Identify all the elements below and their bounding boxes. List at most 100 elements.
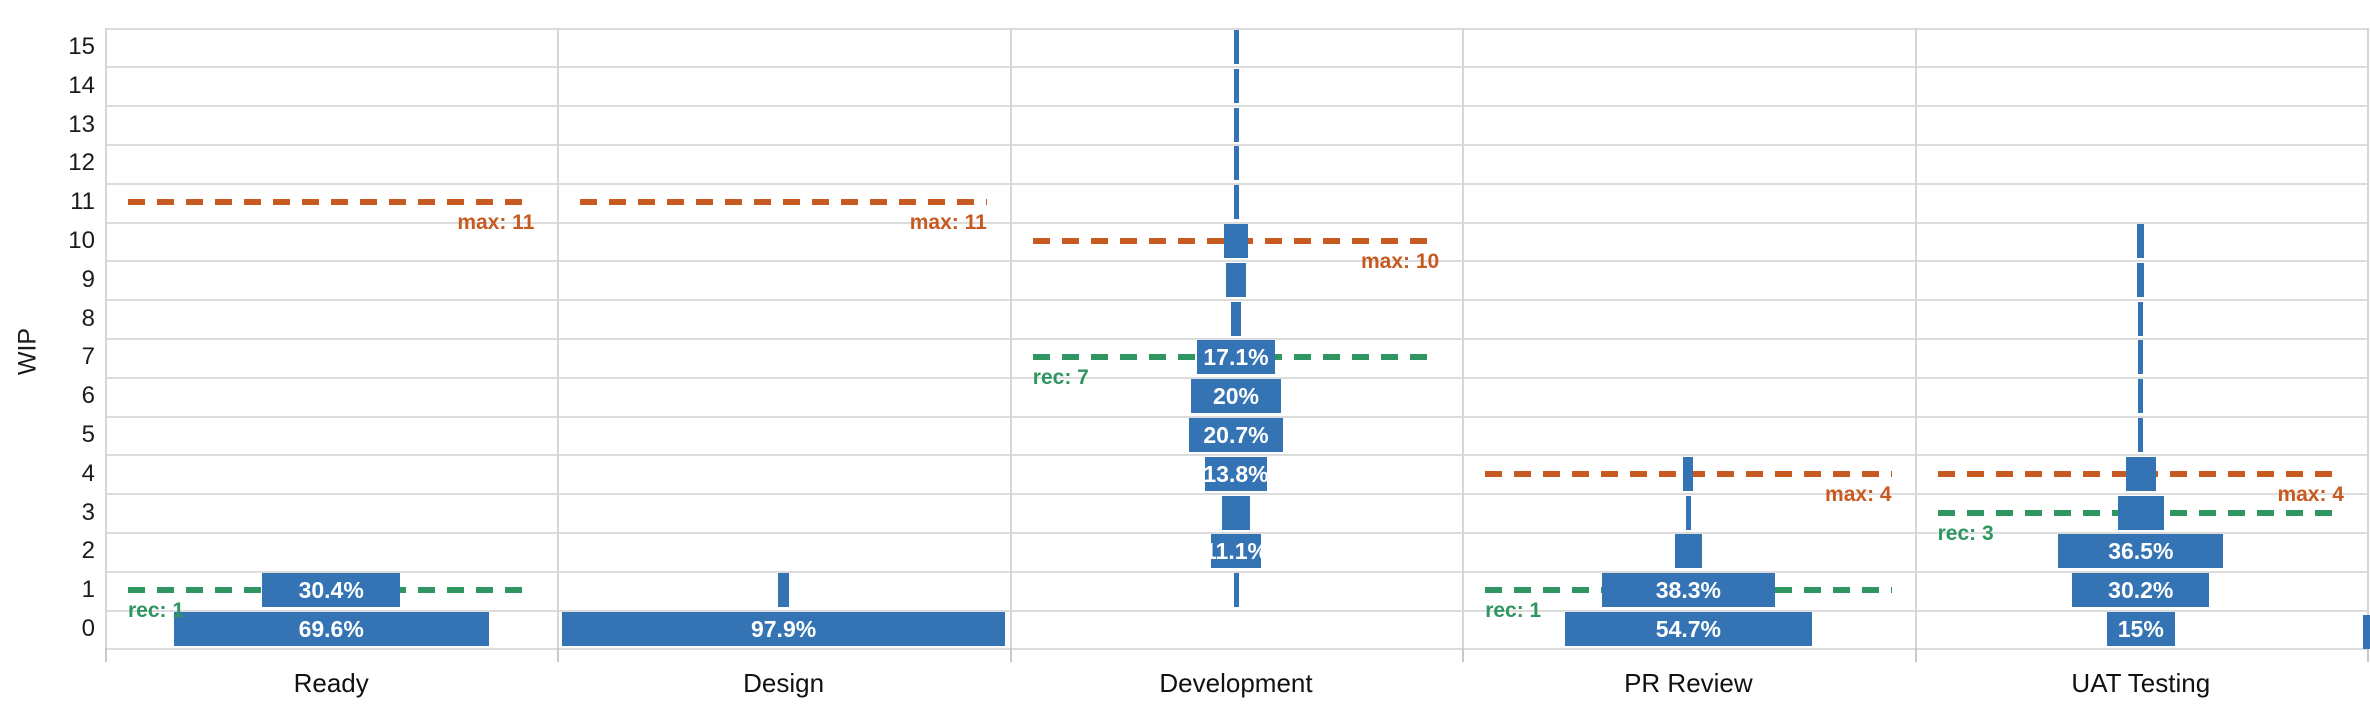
wip-frequency-bar bbox=[1685, 495, 1691, 530]
x-axis-tick bbox=[2367, 648, 2369, 663]
wip-frequency-bar: 30.2% bbox=[2072, 573, 2210, 608]
gridline bbox=[105, 66, 2367, 69]
wip-frequency-bar: 30.4% bbox=[262, 573, 401, 608]
wip-frequency-bar: 38.3% bbox=[1601, 573, 1776, 608]
wip-frequency-bar bbox=[2138, 301, 2144, 336]
wip-frequency-bar: 15% bbox=[2106, 612, 2175, 646]
wip-frequency-bar: 20.7% bbox=[1189, 418, 1283, 452]
bar-percentage-label: 13.8% bbox=[1203, 460, 1269, 487]
wip-frequency-bar: 17.1% bbox=[1197, 340, 1275, 375]
x-axis-tick bbox=[1009, 648, 1012, 663]
wip-frequency-bar bbox=[1233, 185, 1239, 220]
wip-frequency-bar bbox=[1233, 68, 1239, 103]
gridline bbox=[105, 376, 2367, 379]
gridline bbox=[105, 609, 2367, 612]
gridline bbox=[105, 144, 2367, 146]
y-tick-label: 1 bbox=[81, 576, 95, 604]
max-wip-limit-label: max: 4 bbox=[1825, 482, 1892, 506]
y-tick-label: 7 bbox=[81, 343, 95, 371]
rec-wip-limit-label: rec: 3 bbox=[1937, 521, 1994, 545]
wip-frequency-bar bbox=[2137, 262, 2145, 297]
gridline bbox=[105, 454, 2367, 457]
max-wip-limit-label: max: 11 bbox=[457, 211, 535, 235]
wip-frequency-bar bbox=[1675, 534, 1702, 569]
y-tick-label: 12 bbox=[68, 149, 95, 177]
max-wip-limit-label: max: 11 bbox=[909, 211, 987, 235]
clipped-bar-right-edge bbox=[2363, 615, 2370, 649]
bar-percentage-label: 54.7% bbox=[1655, 616, 1721, 642]
bar-percentage-label: 20.7% bbox=[1203, 422, 1269, 448]
bar-percentage-label: 38.3% bbox=[1655, 577, 1721, 604]
stage-label: PR Review bbox=[1624, 668, 1753, 698]
rec-wip-limit-label: rec: 1 bbox=[128, 599, 185, 623]
stage-label: Design bbox=[743, 668, 825, 698]
bar-percentage-label: 36.5% bbox=[2108, 538, 2174, 565]
gridline bbox=[105, 493, 2367, 496]
y-tick-label: 5 bbox=[81, 421, 95, 448]
y-tick-label: 0 bbox=[81, 615, 95, 642]
wip-frequency-bar bbox=[1233, 30, 1239, 64]
gridline bbox=[105, 260, 2367, 263]
bar-percentage-label: 11.1% bbox=[1204, 538, 1268, 565]
column-separator bbox=[1462, 27, 1465, 649]
column-separator bbox=[105, 27, 107, 649]
y-tick-label: 15 bbox=[68, 33, 95, 60]
bar-percentage-label: 97.9% bbox=[750, 616, 817, 642]
wip-frequency-bar bbox=[2137, 224, 2145, 258]
wip-frequency-bar bbox=[1233, 107, 1239, 142]
wip-frequency-bar bbox=[1224, 224, 1248, 258]
gridline bbox=[105, 532, 2367, 534]
gridline bbox=[105, 105, 2367, 108]
x-axis-tick bbox=[105, 648, 107, 663]
wip-frequency-bar bbox=[1233, 146, 1239, 181]
bar-percentage-label: 17.1% bbox=[1203, 344, 1269, 371]
y-tick-label: 4 bbox=[81, 459, 95, 487]
wip-frequency-bar: 97.9% bbox=[561, 612, 1006, 646]
y-tick-label: 13 bbox=[68, 110, 95, 138]
y-tick-label: 3 bbox=[81, 498, 95, 526]
wip-frequency-bar bbox=[1683, 456, 1694, 491]
gridline bbox=[105, 299, 2367, 302]
wip-frequency-bar: 11.1% bbox=[1204, 534, 1268, 569]
wip-frequency-bar bbox=[2117, 495, 2164, 530]
wip-frequency-bar bbox=[1221, 495, 1251, 530]
y-tick-label: 14 bbox=[68, 71, 95, 99]
stage-label: Ready bbox=[293, 668, 369, 698]
wip-frequency-bar bbox=[777, 573, 790, 608]
x-axis-tick bbox=[1462, 648, 1465, 663]
bar-percentage-label: 69.6% bbox=[298, 616, 364, 642]
max-wip-limit-line bbox=[580, 199, 987, 206]
rec-wip-limit-label: rec: 7 bbox=[1032, 366, 1089, 390]
stage-label: UAT Testing bbox=[2071, 668, 2211, 698]
wip-frequency-bar bbox=[1226, 262, 1246, 297]
y-tick-label: 11 bbox=[70, 188, 95, 216]
column-separator bbox=[557, 27, 560, 649]
max-wip-limit-label: max: 4 bbox=[2277, 482, 2344, 506]
wip-frequency-bar: 69.6% bbox=[173, 612, 489, 646]
wip-frequency-bar: 54.7% bbox=[1564, 612, 1813, 646]
gridline bbox=[105, 221, 2367, 224]
stage-label: Development bbox=[1159, 668, 1313, 698]
y-tick-label: 8 bbox=[81, 304, 95, 332]
bar-percentage-label: 30.2% bbox=[2108, 577, 2174, 604]
y-tick-label: 2 bbox=[81, 537, 95, 565]
gridline bbox=[105, 648, 2367, 651]
bar-percentage-label: 20% bbox=[1212, 383, 1259, 410]
gridline bbox=[105, 338, 2367, 340]
gridline bbox=[105, 570, 2367, 573]
x-axis-tick bbox=[557, 648, 560, 663]
wip-frequency-bar bbox=[2138, 418, 2144, 452]
y-tick-label: 6 bbox=[81, 382, 95, 410]
rec-wip-limit-label: rec: 1 bbox=[1485, 599, 1542, 623]
gridline bbox=[105, 182, 2367, 185]
x-axis-tick bbox=[1914, 648, 1917, 663]
wip-frequency-bar bbox=[1231, 301, 1241, 336]
wip-frequency-bar bbox=[2126, 456, 2156, 491]
wip-frequency-bar: 36.5% bbox=[2058, 534, 2224, 569]
max-wip-limit-line bbox=[128, 199, 535, 206]
column-separator bbox=[1009, 27, 1012, 649]
gridline bbox=[105, 415, 2367, 418]
wip-frequency-bar: 20% bbox=[1190, 379, 1282, 414]
